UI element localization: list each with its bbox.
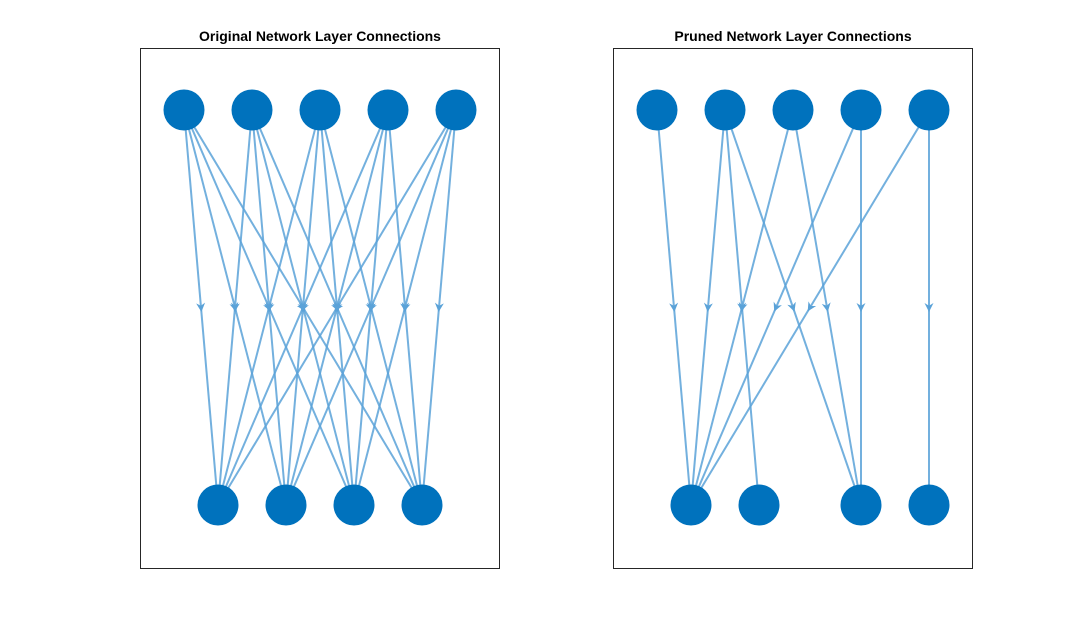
original-source-node-1 [163,89,205,131]
original-panel-title: Original Network Layer Connections [199,28,441,44]
pruned-target-node-1 [670,484,712,526]
original-edge-5-to-1 [217,109,457,506]
original-target-node-4 [401,484,443,526]
pruned-source-node-1 [636,89,678,131]
original-edge-2-to-1 [217,109,253,506]
original-source-node-4 [367,89,409,131]
original-edge-4-to-1 [217,109,389,506]
pruned-nodes [636,89,950,526]
pruned-edges [656,109,934,506]
original-edge-5-to-4 [421,109,457,506]
pruned-edge-3-to-3 [792,109,862,506]
original-edge-1-to-1 [183,109,219,506]
original-edges [183,109,457,506]
pruned-source-node-5 [908,89,950,131]
pruned-target-node-4 [908,484,950,526]
panel-pruned: Pruned Network Layer Connections [613,28,973,569]
original-source-node-5 [435,89,477,131]
original-edge-5-to-3 [353,109,457,506]
pruned-target-node-3 [840,484,882,526]
original-source-node-3 [299,89,341,131]
pruned-edge-5-to-1 [690,109,930,506]
original-edge-5-to-2 [285,109,457,506]
original-edge-3-to-1 [217,109,321,506]
pruned-panel-title: Pruned Network Layer Connections [674,28,911,44]
original-target-node-3 [333,484,375,526]
pruned-source-node-3 [772,89,814,131]
original-source-node-2 [231,89,273,131]
pruned-source-node-2 [704,89,746,131]
original-target-node-1 [197,484,239,526]
pruned-edge-2-to-1 [690,109,726,506]
panel-original: Original Network Layer Connections [140,28,500,569]
original-nodes [163,89,477,526]
pruned-target-node-2 [738,484,780,526]
pruned-edge-2-to-3 [724,109,862,506]
pruned-edge-4-to-1 [690,109,862,506]
pruned-source-node-4 [840,89,882,131]
original-target-node-2 [265,484,307,526]
pruned-edge-1-to-1 [656,109,692,506]
pruned-edge-3-to-1 [690,109,794,506]
